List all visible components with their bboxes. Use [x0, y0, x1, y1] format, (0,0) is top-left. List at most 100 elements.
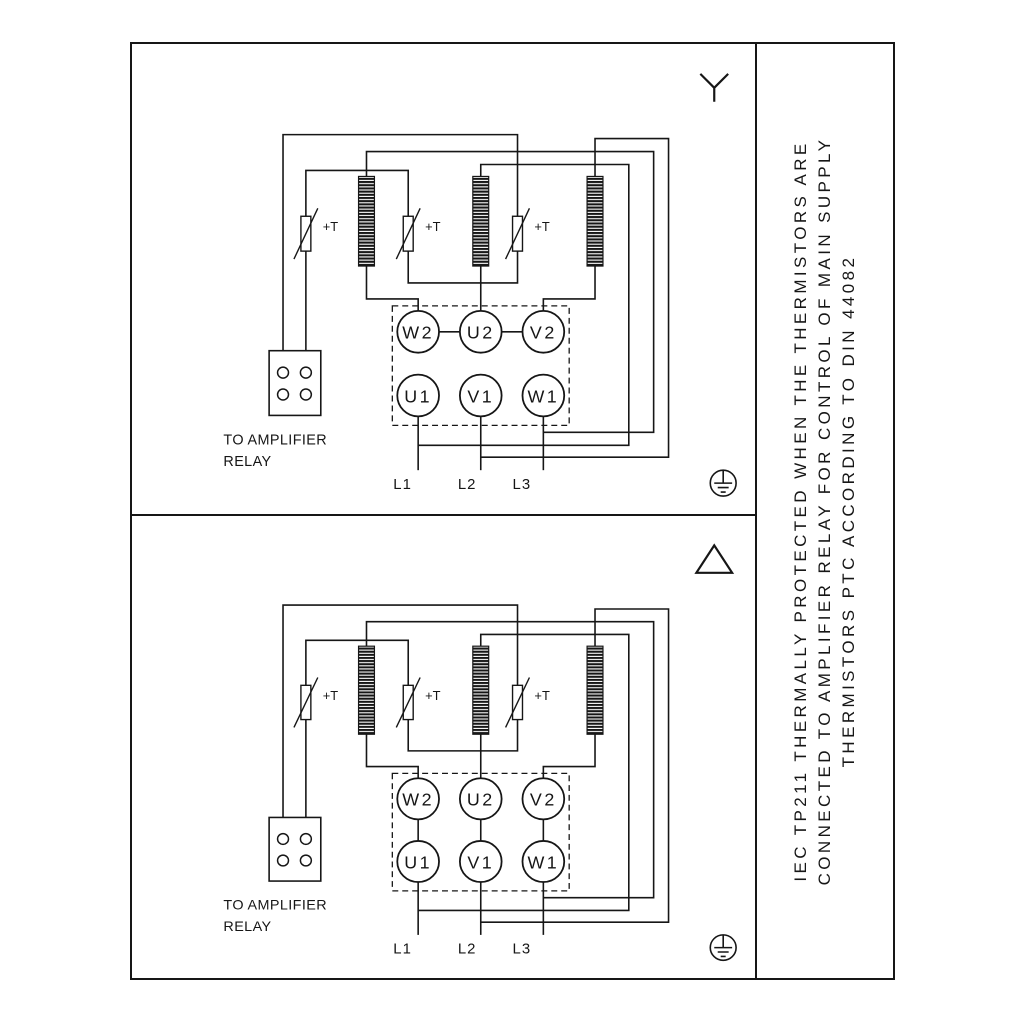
wire: [542, 734, 596, 779]
terminal-label: V2: [530, 790, 557, 810]
relay-box: [268, 816, 322, 882]
thermistor-slash: [293, 677, 319, 728]
thermistor-label: +T: [534, 219, 550, 234]
note-line-1: IEC TP211 THERMALLY PROTECTED WHEN THE T…: [791, 140, 810, 882]
winding-coil: [472, 645, 490, 735]
supply-label-L3: L3: [513, 942, 532, 958]
thermistor-label: +T: [323, 219, 339, 234]
terminal-label: U1: [404, 386, 432, 406]
panel-divider: [130, 514, 757, 516]
terminal-label: V2: [530, 323, 557, 343]
thermistor-slash: [395, 677, 421, 728]
terminal-V1: [458, 840, 503, 883]
winding-coil: [357, 175, 376, 267]
sheet-border: [130, 42, 895, 980]
wire: [282, 133, 519, 367]
relay-pin: [276, 388, 290, 401]
thermistor-slash: [504, 208, 531, 260]
wire: [480, 608, 670, 923]
relay-pin: [276, 854, 290, 867]
wire: [407, 719, 519, 752]
earth-ground-icon: [709, 469, 737, 497]
relay-pin: [299, 388, 313, 401]
thermistors: +T +T +T: [293, 208, 550, 260]
wire: [407, 251, 519, 284]
thermistor-label: +T: [425, 688, 441, 703]
terminal-V1: [458, 373, 503, 418]
relay-pin: [276, 366, 290, 379]
wire: [418, 163, 630, 447]
relay-caption-line2: RELAY: [223, 919, 271, 935]
terminal-V2: [521, 309, 566, 354]
terminal-block-outline: [391, 305, 570, 427]
thermistors: +T +T +T: [293, 677, 550, 728]
delta-connection-icon: [694, 543, 735, 574]
thermistor-label: +T: [323, 688, 339, 703]
terminal-label: U2: [467, 323, 495, 343]
wire: [542, 266, 596, 311]
terminal-label: W2: [402, 323, 434, 343]
wire: [418, 633, 630, 912]
amplifier-relay-connector: [268, 349, 322, 417]
terminal-U1: [396, 373, 440, 418]
terminal-U1: [396, 840, 440, 883]
supply-label-L2: L2: [458, 476, 477, 493]
motor-windings: [357, 645, 604, 735]
terminal-label: V1: [467, 852, 494, 872]
delta-wiring-panel: +T +T +T W2 U2 V2 U1 V1 W1: [223, 543, 737, 962]
terminal-U2: [458, 777, 503, 821]
winding-coil: [357, 645, 376, 735]
winding-coil: [472, 175, 490, 267]
note-line-3: THERMISTORS PTC ACCORDING TO DIN 44082: [839, 254, 858, 768]
relay-pin: [299, 832, 313, 846]
wire: [365, 734, 419, 779]
relay-pin: [276, 832, 290, 846]
supply-label-L1: L1: [393, 476, 412, 493]
thermistor-slash: [504, 677, 531, 728]
terminal-W1: [521, 373, 566, 418]
star-wiring-panel: +T +T +T W2 U2 V2 U1 V1 W1: [223, 73, 737, 497]
wire: [365, 150, 655, 434]
thermistor-label: +T: [425, 219, 441, 234]
wire: [305, 169, 410, 217]
terminal-label: W2: [402, 790, 434, 810]
note-line-2: CONNECTED TO AMPLIFIER RELAY FOR CONTROL…: [815, 136, 834, 886]
terminal-block-outline: [391, 772, 570, 892]
star-connection-icon: [699, 73, 729, 102]
relay-pin: [299, 366, 313, 379]
amplifier-relay-connector: [268, 816, 322, 882]
wire: [282, 604, 519, 834]
winding-coil: [586, 645, 604, 735]
terminal-V2: [521, 777, 566, 821]
wire: [365, 620, 655, 899]
terminal-block: W2 U2 V2 U1 V1 W1: [396, 309, 566, 418]
terminal-label: U1: [404, 852, 432, 872]
relay-caption-line1: TO AMPLIFIER: [223, 432, 327, 448]
motor-windings: [357, 175, 604, 267]
winding-coil: [586, 175, 604, 267]
wire: [480, 137, 670, 459]
terminal-label: V1: [467, 386, 494, 406]
terminal-label: W1: [527, 852, 559, 872]
relay-caption-line1: TO AMPLIFIER: [223, 898, 327, 914]
supply-label-L1: L1: [393, 942, 412, 958]
relay-caption-line2: RELAY: [223, 454, 271, 470]
notes-column-divider: [755, 42, 757, 980]
terminal-W1: [521, 840, 566, 883]
thermistor-label: +T: [534, 688, 550, 703]
notes-column: IEC TP211 THERMALLY PROTECTED WHEN THE T…: [789, 81, 861, 941]
terminal-block: W2 U2 V2 U1 V1 W1: [396, 777, 566, 883]
terminal-U2: [458, 309, 503, 354]
relay-box: [268, 349, 322, 417]
earth-ground-icon: [709, 934, 737, 962]
supply-label-L2: L2: [458, 942, 477, 958]
wire: [305, 639, 410, 686]
terminal-W2: [396, 309, 440, 354]
wire: [365, 266, 419, 311]
terminal-label: W1: [527, 386, 559, 406]
thermistor-slash: [395, 208, 421, 260]
supply-label-L3: L3: [513, 476, 532, 493]
relay-pin: [299, 854, 313, 867]
terminal-label: U2: [467, 790, 495, 810]
